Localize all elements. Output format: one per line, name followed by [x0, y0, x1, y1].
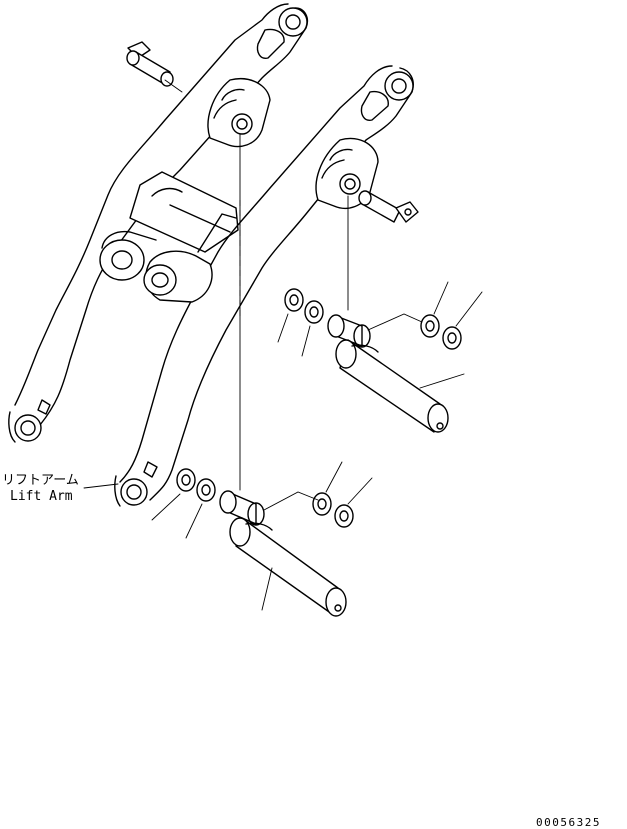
alignment-lines	[239, 133, 349, 491]
cylinder-bracket-rear	[207, 78, 271, 148]
pin-assembly-lower	[151, 461, 373, 617]
part-label-english: Lift Arm	[10, 489, 73, 504]
lift-arm-front	[114, 65, 414, 507]
part-label-japanese: リフトアーム	[2, 473, 79, 488]
retaining-pin-left	[126, 41, 183, 93]
drawing-number: 00056325	[536, 816, 601, 829]
pin-assembly-upper	[277, 281, 483, 433]
lift-arm-leader	[83, 483, 119, 489]
retaining-pin-right	[358, 190, 419, 223]
